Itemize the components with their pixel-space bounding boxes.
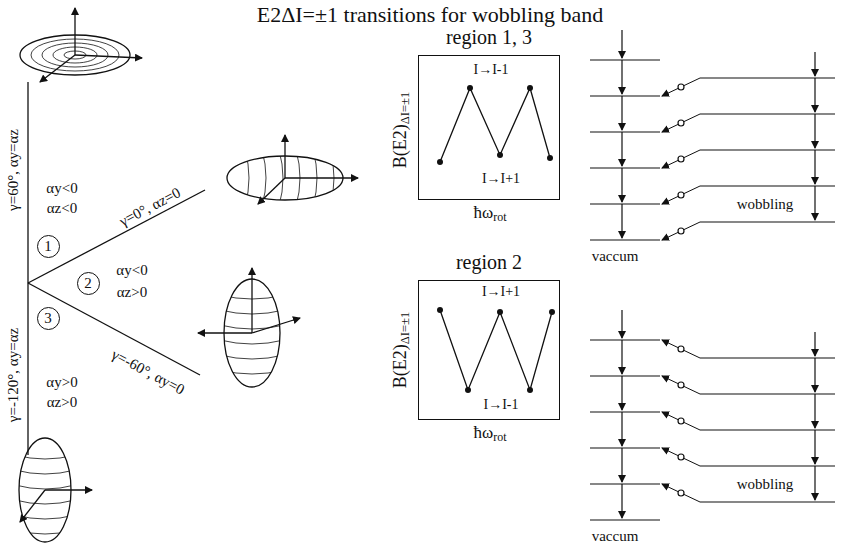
y-axis-subscript: ΔI=±1 bbox=[398, 312, 412, 345]
y-axis-label: B(E2) bbox=[390, 124, 410, 168]
label-group: vaccum bbox=[592, 528, 639, 545]
label-group: αy>0 bbox=[46, 374, 77, 391]
label-group: wobbling bbox=[735, 476, 796, 493]
band-label: vaccum bbox=[592, 528, 639, 544]
label-group: αz>0 bbox=[117, 284, 147, 301]
region-circle: 2 bbox=[77, 272, 100, 295]
axis-label: γ=60°, αy=αz bbox=[5, 129, 21, 211]
label-group: B(E2)ΔI=±1 bbox=[391, 92, 414, 169]
label-group: ħωrot bbox=[474, 204, 507, 225]
region-condition: αy<0 bbox=[46, 180, 77, 196]
transition-label: I→I-1 bbox=[474, 62, 509, 78]
region-condition: αy>0 bbox=[46, 374, 77, 390]
chart-heading: region 2 bbox=[456, 251, 522, 274]
chart-heading: region 1, 3 bbox=[446, 26, 532, 49]
band-label: wobbling bbox=[737, 476, 794, 492]
region-condition: αz<0 bbox=[47, 200, 77, 216]
label-group: vaccum bbox=[592, 248, 639, 265]
x-axis-subscript: rot bbox=[493, 210, 506, 224]
x-axis-label: ħω bbox=[474, 203, 494, 222]
region-number: 3 bbox=[44, 310, 52, 327]
label-group: γ=0°, αz=0 bbox=[117, 184, 184, 230]
chart-frame: region 1, 3I→I-1I→I+1 bbox=[418, 55, 560, 200]
axis-label: γ=-120°, αy=αz bbox=[5, 328, 21, 422]
axis-label: γ=0°, αz=0 bbox=[117, 184, 183, 229]
region-number: 2 bbox=[84, 275, 92, 292]
label-group: αz<0 bbox=[47, 200, 77, 217]
label-group: γ=-120°, αy=αz bbox=[5, 328, 22, 422]
region-condition: αz>0 bbox=[117, 284, 147, 300]
transition-label: I→I+1 bbox=[482, 284, 520, 300]
label-group: ħωrot bbox=[474, 424, 507, 445]
label-group: γ=-60°, αy=0 bbox=[109, 346, 187, 398]
y-axis-subscript: ΔI=±1 bbox=[398, 92, 412, 125]
transition-label: I→I+1 bbox=[482, 171, 520, 187]
chart-frame: region 2I→I+1I→I-1 bbox=[418, 280, 560, 420]
x-axis-label: ħω bbox=[474, 423, 494, 442]
y-axis-label: B(E2) bbox=[390, 344, 410, 388]
label-group: αz>0 bbox=[47, 394, 77, 411]
label-group: αy<0 bbox=[46, 180, 77, 197]
diagram-title: E2ΔI=±1 transitions for wobbling band bbox=[257, 2, 604, 28]
region-circle: 1 bbox=[37, 235, 60, 258]
band-label: wobbling bbox=[737, 196, 794, 212]
region-condition: αz>0 bbox=[47, 394, 77, 410]
transition-label: I→I-1 bbox=[484, 397, 519, 413]
band-label: vaccum bbox=[592, 248, 639, 264]
label-group: wobbling bbox=[735, 196, 796, 213]
region-number: 1 bbox=[44, 238, 52, 255]
x-axis-subscript: rot bbox=[493, 430, 506, 444]
label-group: B(E2)ΔI=±1 bbox=[391, 312, 414, 389]
region-circle: 3 bbox=[37, 307, 60, 330]
region-condition: αy<0 bbox=[116, 262, 147, 278]
axis-label: γ=-60°, αy=0 bbox=[109, 346, 187, 398]
label-group: γ=60°, αy=αz bbox=[5, 129, 22, 211]
label-group: αy<0 bbox=[116, 262, 147, 279]
